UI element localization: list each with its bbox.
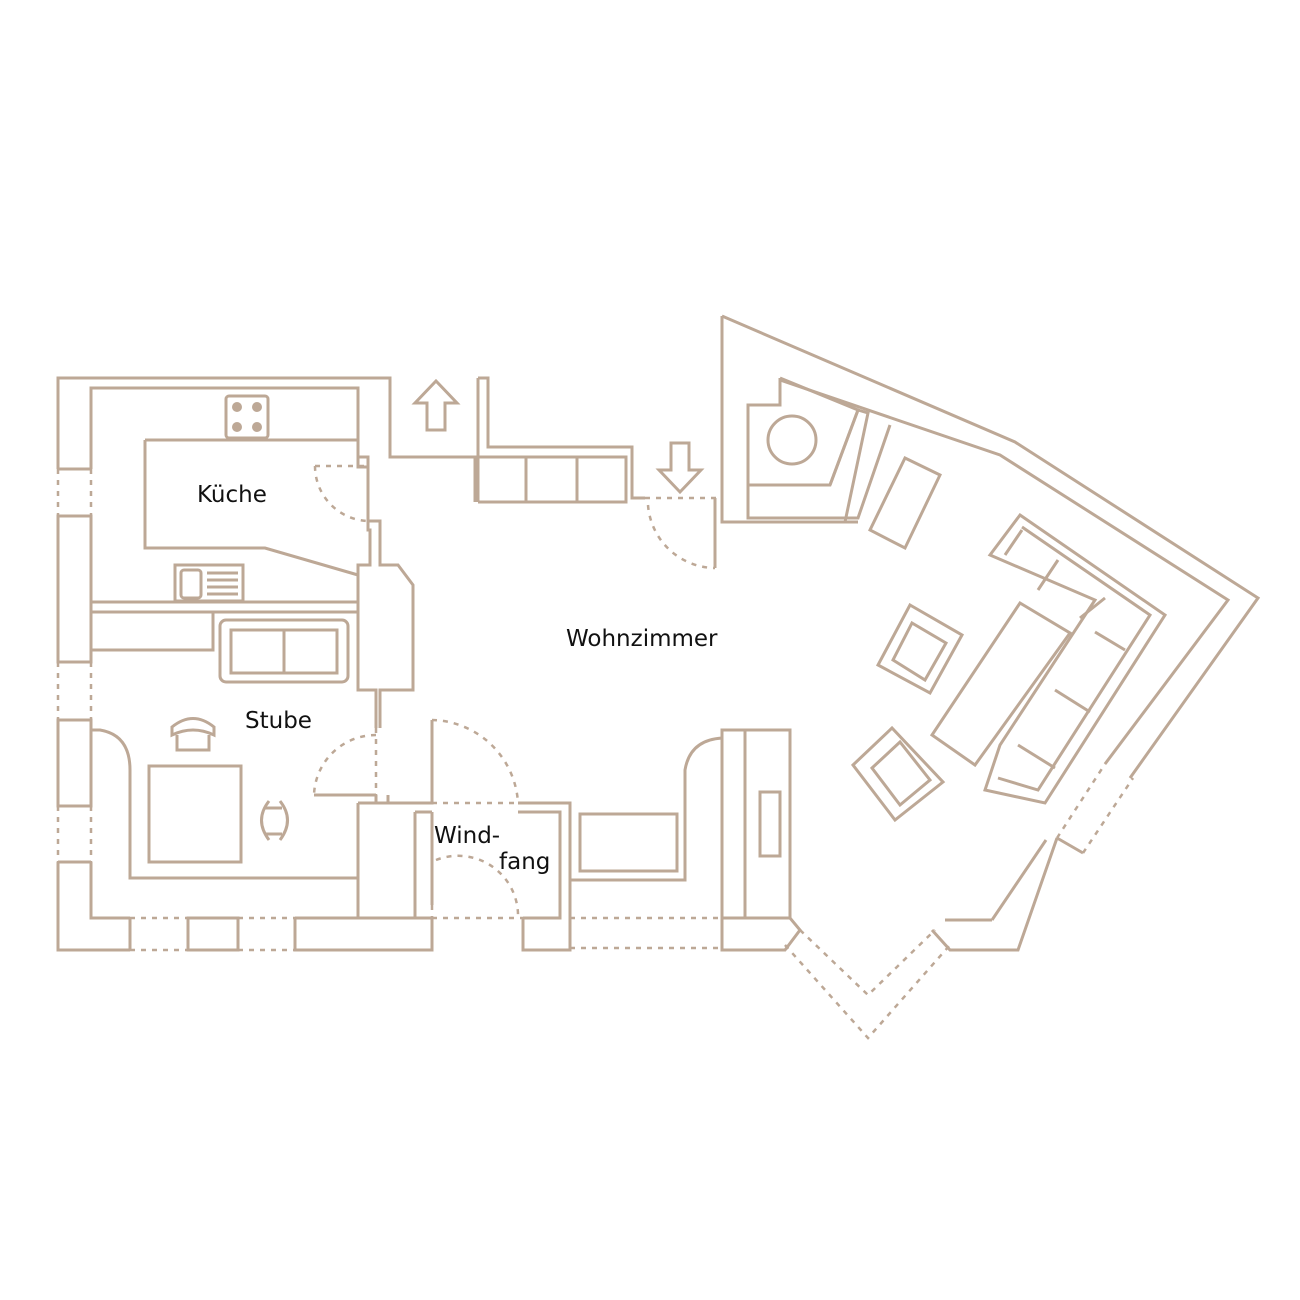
kitchen-door xyxy=(313,464,370,523)
tiled-stove xyxy=(720,728,802,952)
bench xyxy=(89,612,350,684)
dining-table xyxy=(147,764,243,864)
room-label-kueche: Küche xyxy=(197,482,267,508)
armchair xyxy=(850,725,946,823)
stube-door xyxy=(312,728,378,797)
corner-bench xyxy=(91,728,358,880)
kitchen-counter xyxy=(143,438,370,577)
windfang-door-upper xyxy=(431,718,520,805)
sideboard xyxy=(478,455,628,504)
room-label-wohnzimmer: Wohnzimmer xyxy=(566,626,718,652)
armchair xyxy=(875,602,965,696)
stove-corner xyxy=(746,376,870,523)
windfang-walls xyxy=(413,801,572,952)
burner xyxy=(232,402,242,412)
cooktop-icon xyxy=(224,394,270,440)
room-label-stube: Stube xyxy=(245,708,312,734)
burner xyxy=(252,422,262,432)
coffee-table xyxy=(929,600,1073,768)
window-bench xyxy=(570,736,723,882)
east-walls xyxy=(720,314,1261,952)
arrow-down-icon xyxy=(655,441,705,495)
chair-icon xyxy=(260,800,289,841)
corner-unit xyxy=(746,424,892,520)
burner xyxy=(232,422,242,432)
room-label-windfang-line1: Wind- xyxy=(434,823,501,849)
wohnzimmer-door xyxy=(645,496,720,570)
chair-icon xyxy=(170,717,216,752)
arrow-up-icon xyxy=(411,378,461,432)
sectional-sofa xyxy=(983,512,1168,805)
burner xyxy=(252,402,262,412)
partition-wall xyxy=(356,519,434,918)
room-label-windfang-line2: fang xyxy=(499,849,551,875)
windfang-door-lower xyxy=(430,854,520,919)
windows xyxy=(56,469,1135,1040)
sink-icon xyxy=(173,563,245,603)
side-table xyxy=(868,455,942,551)
